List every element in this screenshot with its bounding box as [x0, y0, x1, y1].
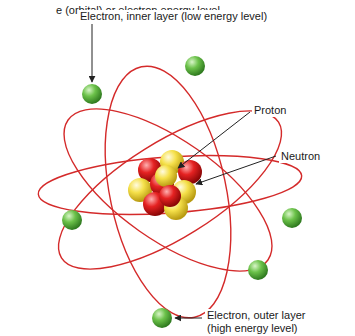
orbit-rings — [36, 55, 304, 330]
electron-label: Electron, outer layer (high energy level… — [205, 309, 327, 335]
proton-label: Proton — [252, 104, 288, 117]
electron-label: Electron, inner layer (low energy level) — [78, 10, 269, 23]
leader-lines — [92, 24, 276, 318]
electrons — [62, 56, 302, 328]
nucleus — [128, 150, 202, 220]
neutron-label: Neutron — [279, 150, 322, 163]
